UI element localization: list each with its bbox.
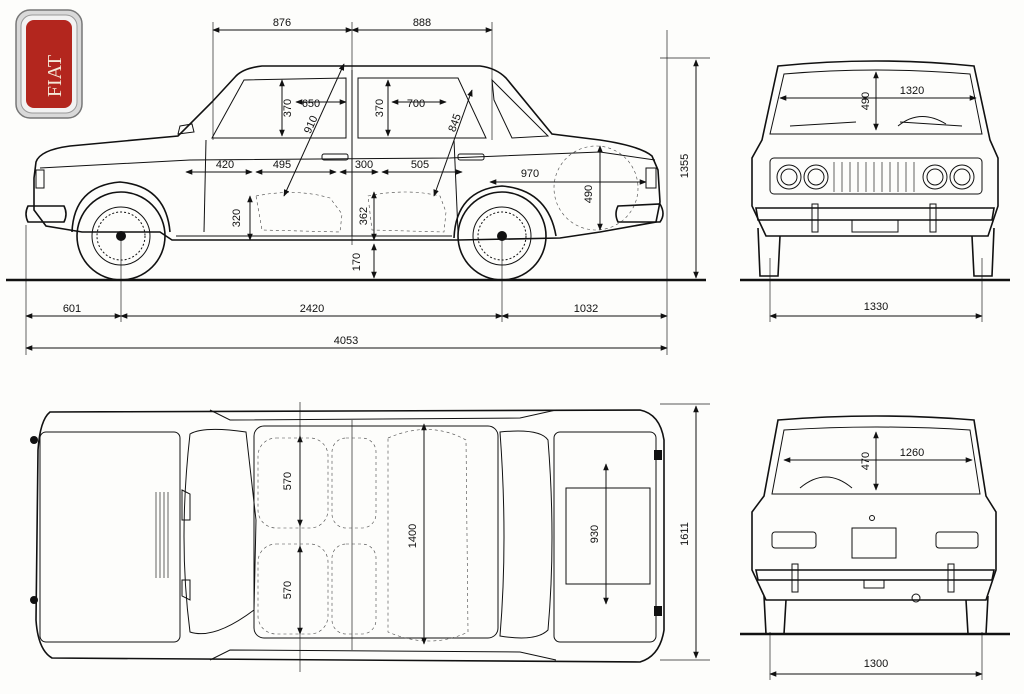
side-view-car xyxy=(25,65,664,281)
side-dimensions: 876 888 370 650 370 700 910 845 420 495 … xyxy=(25,17,699,351)
logo-text: FIAT xyxy=(44,55,66,97)
dim-interior-width: 1400 xyxy=(407,524,419,548)
dim-overall-length: 4053 xyxy=(334,335,358,347)
dim-trunk-height: 490 xyxy=(583,185,595,203)
top-dimensions: 570 570 1400 930 1611 xyxy=(282,405,699,659)
dim-roof-front: 876 xyxy=(273,17,291,29)
dim-windshield-height: 490 xyxy=(860,92,872,110)
dim-front-leg: 495 xyxy=(273,159,291,171)
dim-front-seat-width: 570 xyxy=(282,472,294,490)
rear-view-car xyxy=(751,415,997,635)
dim-overall-width: 1611 xyxy=(679,522,691,546)
dim-rear-headroom: 370 xyxy=(374,99,386,117)
dim-front-headroom: 370 xyxy=(282,99,294,117)
rear-dimensions: 470 1260 1300 xyxy=(769,431,983,677)
logo-red-field xyxy=(26,20,72,108)
dim-overall-height: 1355 xyxy=(679,154,691,178)
dim-wheelbase: 2420 xyxy=(300,303,324,315)
front-dimensions: 490 1320 1330 xyxy=(769,71,983,319)
dim-trunk-width: 930 xyxy=(589,525,601,543)
dim-ground-clearance: 170 xyxy=(351,253,363,271)
dim-front-diagonal: 910 xyxy=(302,114,320,136)
dim-front-track: 1330 xyxy=(864,301,888,313)
dim-front-knee: 420 xyxy=(216,159,234,171)
dim-rear-leg: 505 xyxy=(411,159,429,171)
dim-front-seat-height: 320 xyxy=(231,209,243,227)
dim-windshield-width: 1320 xyxy=(900,85,924,97)
dim-front-overhang: 601 xyxy=(63,303,81,315)
dim-rear-diagonal: 845 xyxy=(446,112,464,133)
dim-rear-window-width: 1260 xyxy=(900,447,924,459)
dim-rear-window-height: 470 xyxy=(860,452,872,470)
dim-rear-seat-height: 362 xyxy=(358,207,370,225)
dim-rear-seat-depth: 700 xyxy=(407,98,425,110)
dim-roof-rear: 888 xyxy=(413,17,431,29)
dim-front-seat-depth: 650 xyxy=(302,98,320,110)
dim-rear-overhang: 1032 xyxy=(574,303,598,315)
top-view-car xyxy=(30,409,665,663)
dim-rear-seat-width: 570 xyxy=(282,581,294,599)
front-view-car xyxy=(751,60,999,277)
dim-trunk-length: 970 xyxy=(521,168,539,180)
fiat-logo: FIAT xyxy=(15,9,83,119)
dim-rear-knee: 300 xyxy=(355,159,373,171)
dim-rear-track: 1300 xyxy=(864,658,888,670)
